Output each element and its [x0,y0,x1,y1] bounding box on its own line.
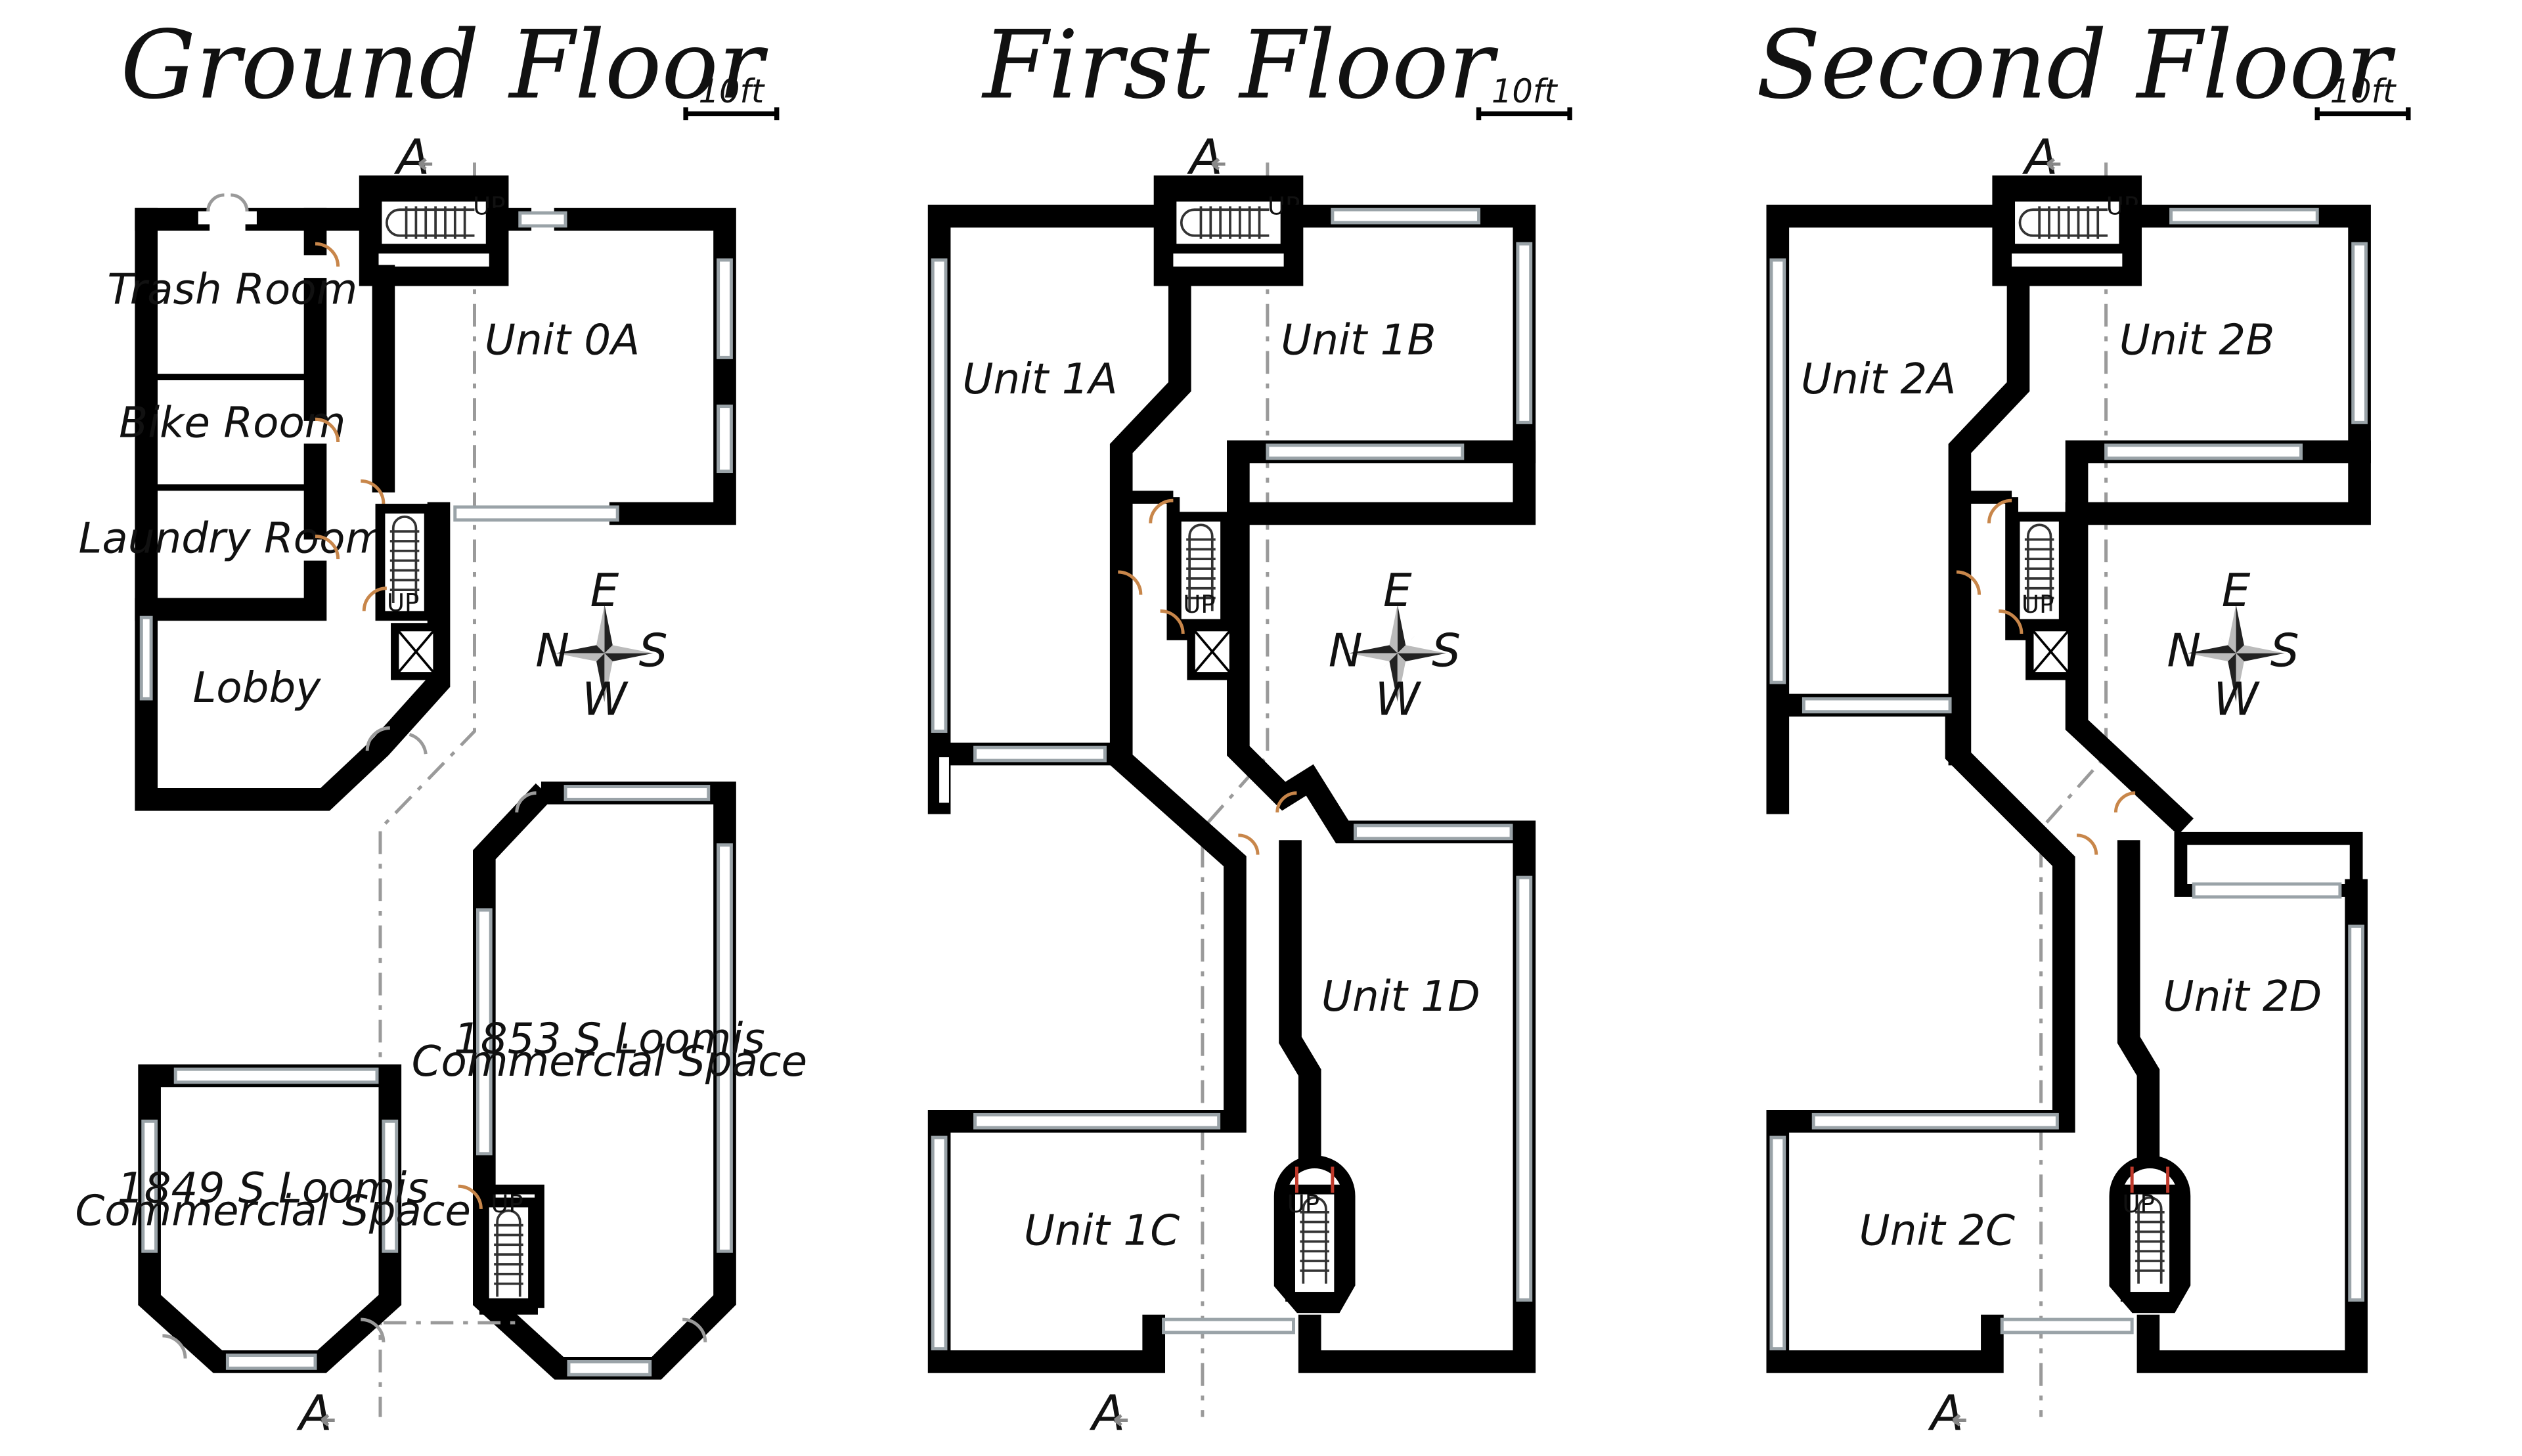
svg-text:S: S [1432,625,1461,677]
unit-2d-label: Unit 2D [2163,972,2322,1021]
ground-floor-plan: Ground Floor 10ft A A Trash Room Bike Ro… [75,10,807,1442]
unit-2c-label: Unit 2C [1859,1206,2015,1255]
unit-0a-label: Unit 0A [485,315,640,364]
second-floor-title: Second Floor [1756,10,2396,120]
ground-floor-scale-label: 10ft [699,72,765,110]
laundry-room-label: Laundry Room [79,514,387,563]
commercial-1853-line2: Commercial Space [412,1037,808,1086]
second-floor-plan: Second Floor 10ft A A Unit 2A UP Unit 2B… [1756,10,2411,1442]
ground-floor-title: Ground Floor [121,10,768,120]
svg-text:W: W [1375,674,1422,726]
first-south-stair-up: UP [1287,1190,1320,1218]
first-floor-scale-label: 10ft [1492,72,1558,110]
first-core-stair-up: UP [1183,590,1216,619]
unit-2b-label: Unit 2B [2119,315,2274,364]
svg-text:W: W [582,674,629,726]
first-floor-plan: First Floor 10ft A A Unit 1A UP Unit 1B … [927,10,1572,1442]
svg-text:N: N [535,625,569,677]
unit-1b-label: Unit 1B [1281,315,1436,364]
svg-text:W: W [2213,674,2260,726]
unit-2a-label: Unit 2A [1801,355,1956,404]
svg-text:E: E [2222,565,2251,617]
svg-text:S: S [2270,625,2299,677]
second-floor-scale-bar: 10ft [2314,72,2411,121]
second-compass: E W N S [2167,565,2299,726]
svg-text:S: S [639,625,668,677]
second-floor-scale-label: 10ft [2330,72,2397,110]
second-south-stair-up: UP [2122,1190,2155,1218]
trash-room-label: Trash Room [107,265,357,315]
ground-floor-scale-bar: 10ft [683,72,780,121]
commercial-1853-line1: 1853 S Loomis [454,1014,765,1063]
unit-1d-label: Unit 1D [1321,972,1480,1021]
lobby-label: Lobby [192,663,321,713]
svg-text:E: E [1383,565,1412,617]
unit-1a-label: Unit 1A [962,355,1117,404]
ground-section-marker-bottom: A [296,1384,332,1442]
svg-text:N: N [1329,625,1363,677]
ground-core-stair-up: UP [387,588,420,617]
svg-text:N: N [2167,625,2201,677]
bike-room-label: Bike Room [119,399,345,448]
commercial-1849-line2: Commercial Space [75,1187,471,1236]
second-core-stair-up: UP [2022,590,2054,619]
first-compass: E W N S [1329,565,1461,726]
commercial-stair-up: UP [491,1190,523,1218]
unit-1c-label: Unit 1C [1024,1206,1180,1255]
first-floor-scale-bar: 10ft [1476,72,1572,121]
first-floor-title: First Floor [981,10,1498,120]
svg-text:E: E [590,565,619,617]
second-section-marker-bottom: A [1928,1384,1964,1442]
ground-compass: E W N S [535,565,667,726]
commercial-1849-line1: 1849 S Loomis [118,1164,429,1213]
first-section-marker-bottom: A [1090,1384,1126,1442]
